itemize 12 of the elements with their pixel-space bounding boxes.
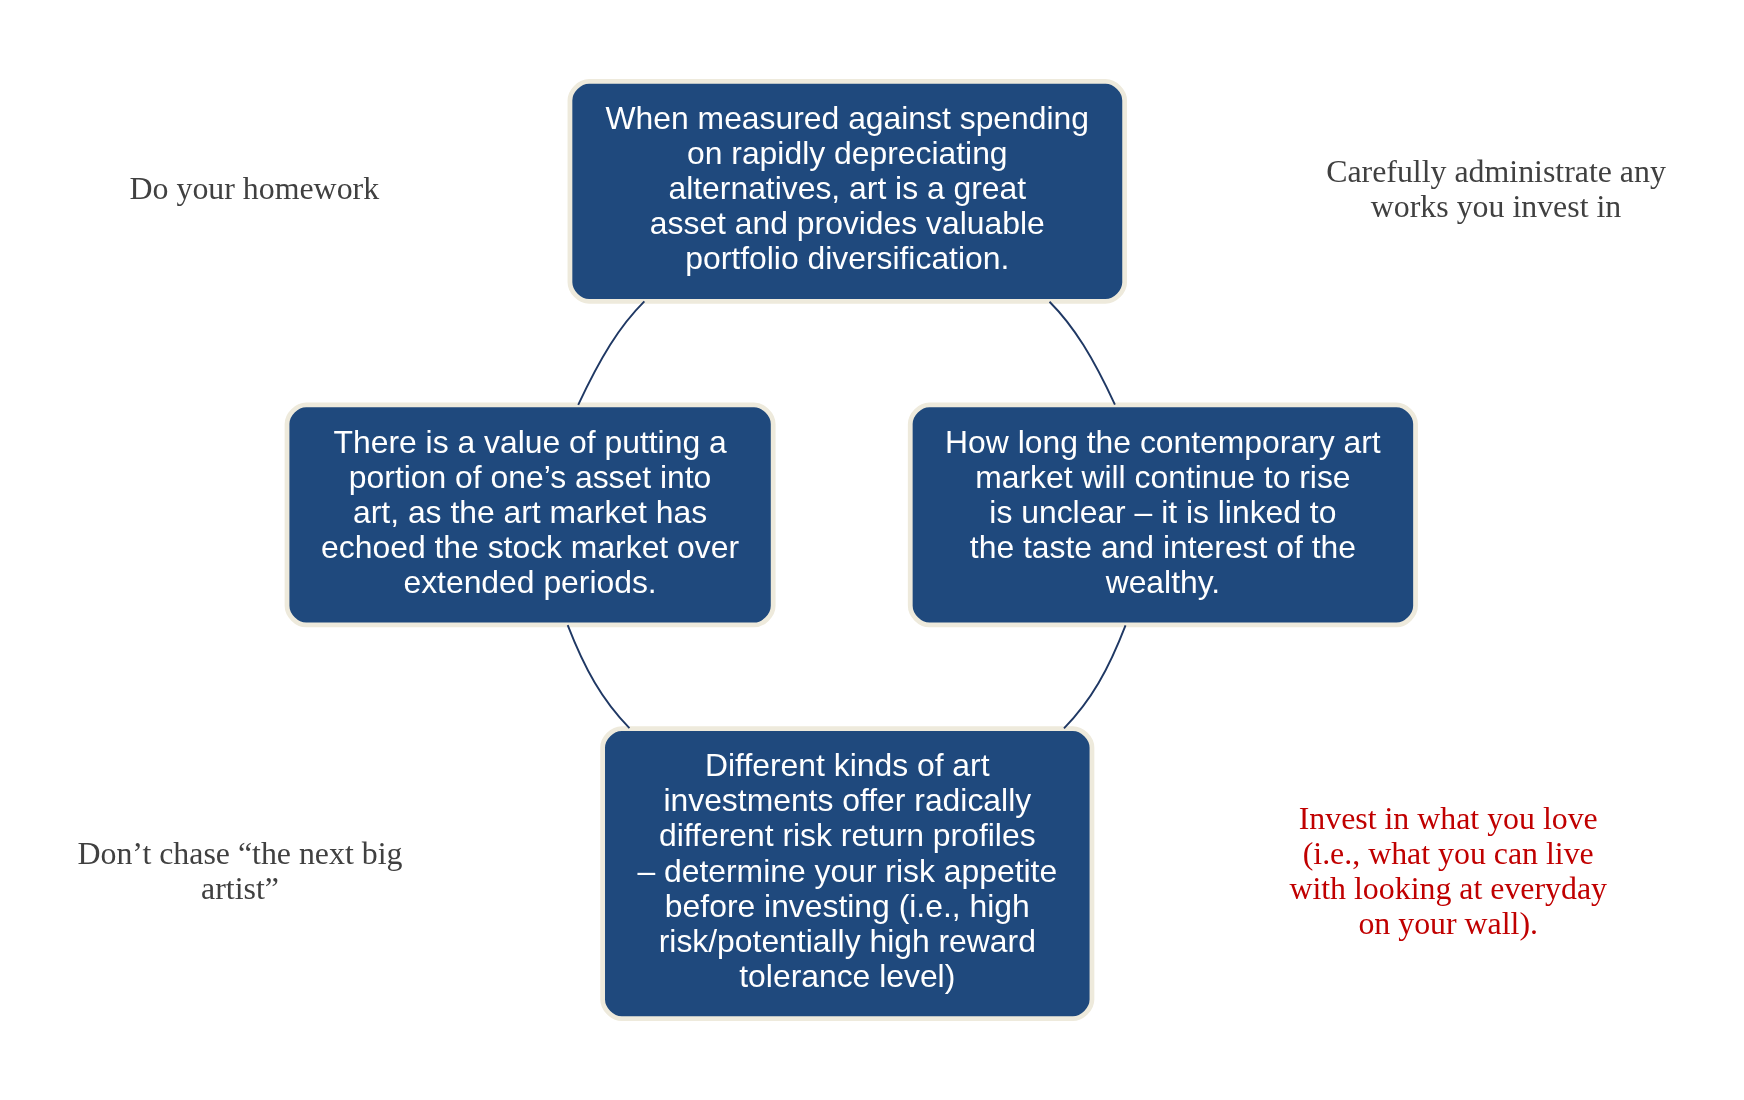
label: Carefully administrate any works you invest in [1326, 153, 1666, 224]
node-box: There is a value of putting a portion of one’s asset into art, as the art market has echoed the stock market over extended periods. [284, 402, 776, 628]
connector [1063, 624, 1127, 730]
node-box: Different kinds of art investments offer radically different risk return profiles – determine your risk appetite before investing (i.e., high risk/potentially high reward tolerance level) [600, 726, 1095, 1021]
label: Invest in what you love (i.e., what you can live with looking at everyday on your wall). [1289, 800, 1608, 942]
connector [566, 624, 631, 730]
connector [1048, 300, 1116, 406]
connector [577, 300, 646, 406]
label: Don’t chase “the next big artist” [77, 836, 403, 907]
node-box: How long the contemporary art market will continue to rise is unclear – it is linked to the taste and interest of the wealthy. [907, 402, 1418, 628]
node-box: When measured against spending on rapidly depreciating alternatives, art is a great asset and provides valuable portfolio diversification. [567, 79, 1128, 304]
label: Do your homework [129, 171, 380, 207]
